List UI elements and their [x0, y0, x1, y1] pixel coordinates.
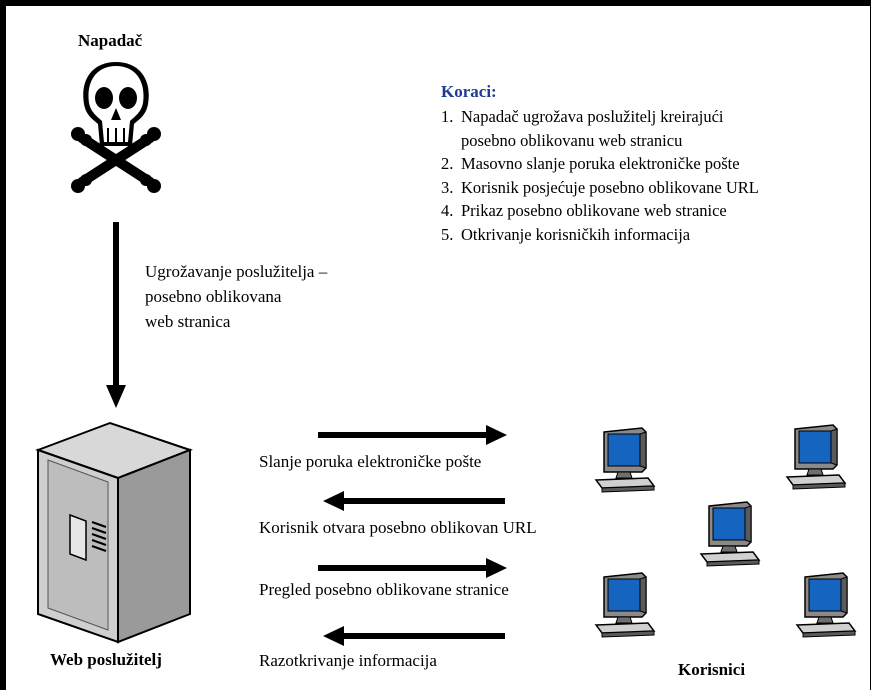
step-item: 3.Korisnik posjećuje posebno oblikovane …: [441, 177, 759, 197]
server-icon: [35, 421, 193, 644]
flow-arrow-open-url: [323, 491, 505, 511]
attacker-label: Napadač: [78, 31, 143, 50]
flow-label-email: Slanje poruka elektroničke pošte: [259, 452, 482, 471]
computer-icon: [796, 572, 856, 638]
compromise-arrow: [106, 222, 126, 408]
step-item: 4.Prikaz posebno oblikovane web stranice: [441, 201, 727, 220]
flow-label-view-page: Pregled posebno oblikovane stranice: [259, 580, 509, 599]
steps-list: 1.Napadač ugrožava poslužitelj kreirajuć…: [441, 105, 759, 246]
step-item: 1.Napadač ugrožava poslužitelj kreirajuć…: [441, 107, 724, 150]
flow-label-disclose: Razotkrivanje informacija: [259, 651, 437, 670]
step-item: 2.Masovno slanje poruka elektroničke poš…: [441, 154, 740, 173]
server-label: Web poslužitelj: [50, 650, 162, 669]
flow-arrow-email: [318, 425, 507, 445]
computer-icon: [700, 501, 760, 567]
flow-label-open-url: Korisnik otvara posebno oblikovan URL: [259, 518, 537, 537]
flow-arrow-disclose: [323, 626, 505, 646]
skull-crossbones-icon: [71, 62, 161, 193]
compromise-label: Ugrožavanje poslužitelja – posebno oblik…: [145, 262, 328, 331]
computer-icon: [595, 427, 655, 493]
step-item: 5.Otkrivanje korisničkih informacija: [441, 224, 691, 244]
users-label: Korisnici: [678, 660, 746, 679]
computer-icon: [786, 424, 846, 490]
flow-arrow-view-page: [318, 558, 507, 578]
steps-title: Koraci:: [441, 82, 497, 101]
computer-icon: [595, 572, 655, 638]
